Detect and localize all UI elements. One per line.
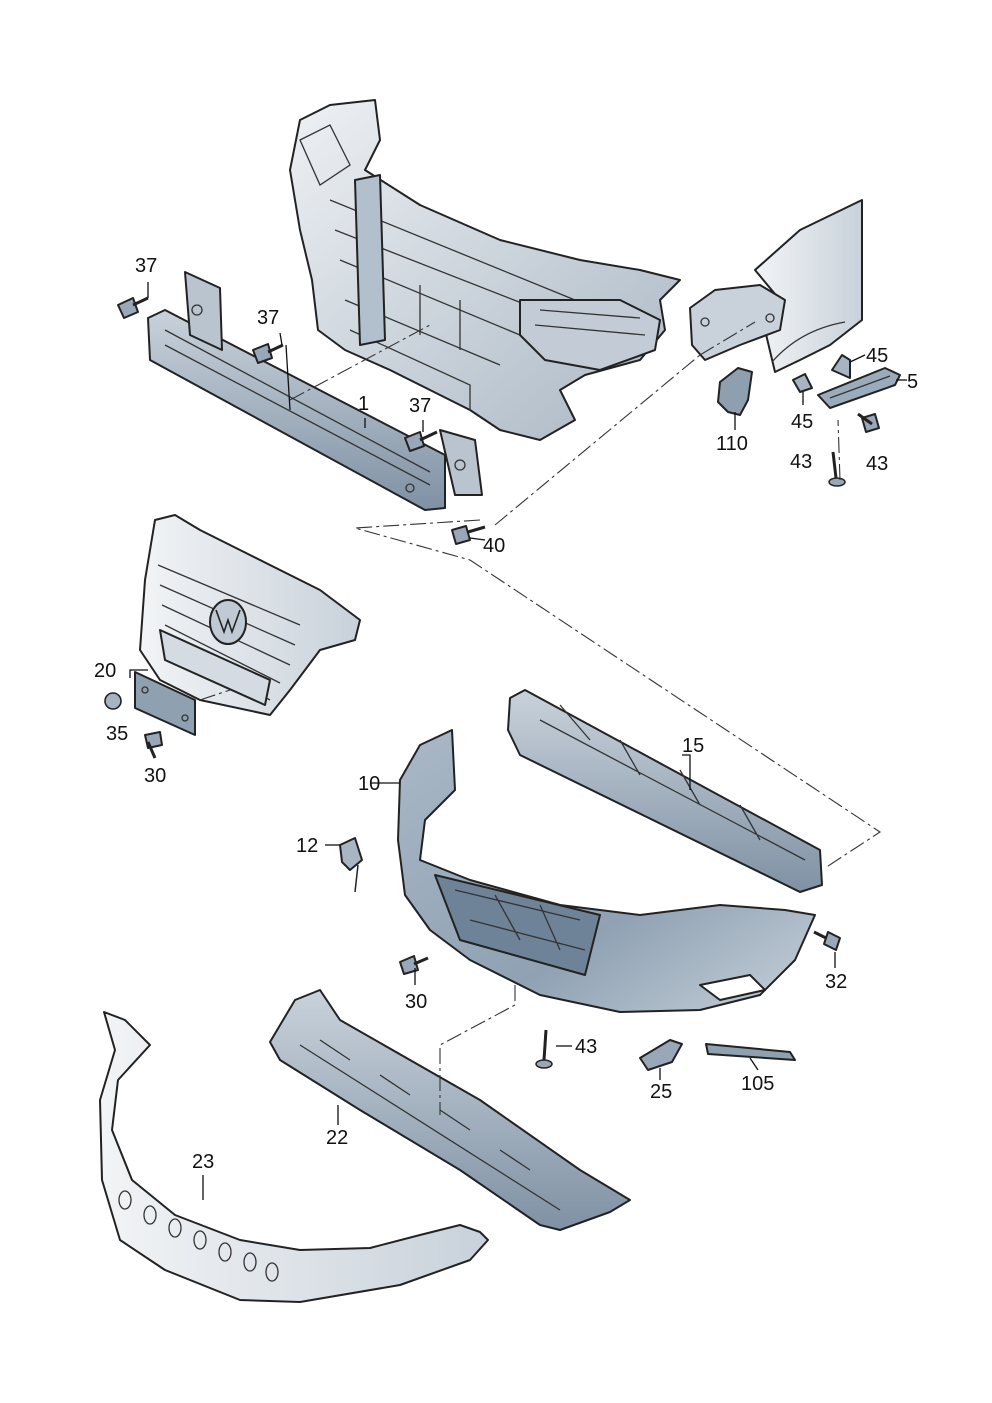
screw-32 [813, 930, 841, 951]
label-37a: 37 [135, 255, 157, 277]
label-37b: 37 [257, 307, 279, 329]
fender [754, 199, 863, 373]
label-10: 10 [358, 773, 380, 795]
screw-37c [404, 430, 438, 452]
spoiler-23 [99, 1011, 489, 1303]
screw-37b [252, 343, 284, 364]
label-45b: 45 [791, 411, 813, 433]
label-20: 20 [94, 660, 116, 682]
label-105: 105 [741, 1073, 774, 1095]
front-carrier-frame [289, 99, 681, 441]
label-40: 40 [483, 535, 505, 557]
radiator-grille [139, 514, 361, 716]
clip-45a [831, 354, 851, 379]
label-32: 32 [825, 971, 847, 993]
label-30a: 30 [144, 765, 166, 787]
guide-bracket-110 [717, 367, 753, 416]
cap-25 [639, 1039, 683, 1071]
screw-37a [117, 296, 149, 319]
label-22: 22 [326, 1127, 348, 1149]
label-35: 35 [106, 723, 128, 745]
label-30b: 30 [405, 991, 427, 1013]
clip-45b [792, 373, 813, 393]
screw-30b [399, 955, 429, 975]
guide-rail-5 [817, 367, 901, 409]
energy-absorber-15 [507, 689, 823, 893]
label-23: 23 [192, 1151, 214, 1173]
callout-labels: 37 37 1 37 40 45 5 45 110 43 43 20 35 30… [94, 255, 918, 1173]
label-15: 15 [682, 735, 704, 757]
air-guide-22 [269, 989, 631, 1231]
plate-bracket-20 [134, 671, 196, 736]
label-1: 1 [358, 393, 369, 415]
screw-30a [144, 731, 163, 759]
screw-43b [857, 412, 880, 433]
screw-40 [451, 525, 486, 545]
label-43b: 43 [866, 453, 888, 475]
bumper-reinforcement-bar [147, 271, 483, 511]
assembly-lines [199, 321, 881, 1115]
vw-logo-icon [209, 599, 247, 645]
screw-43c [535, 1029, 553, 1069]
label-43a: 43 [790, 451, 812, 473]
label-45a: 45 [866, 345, 888, 367]
label-43c: 43 [575, 1036, 597, 1058]
cap-12 [339, 837, 363, 893]
bracket-plate [689, 284, 786, 361]
label-110: 110 [716, 433, 748, 455]
trim-strip-105 [705, 1043, 796, 1061]
screw-43a [828, 451, 846, 487]
label-12: 12 [296, 835, 318, 857]
label-37c: 37 [409, 395, 431, 417]
label-5: 5 [907, 371, 918, 393]
label-25: 25 [650, 1081, 672, 1103]
bumper-cover-10 [397, 729, 816, 1013]
leader-lines [129, 282, 907, 1200]
clip-35 [104, 692, 122, 710]
